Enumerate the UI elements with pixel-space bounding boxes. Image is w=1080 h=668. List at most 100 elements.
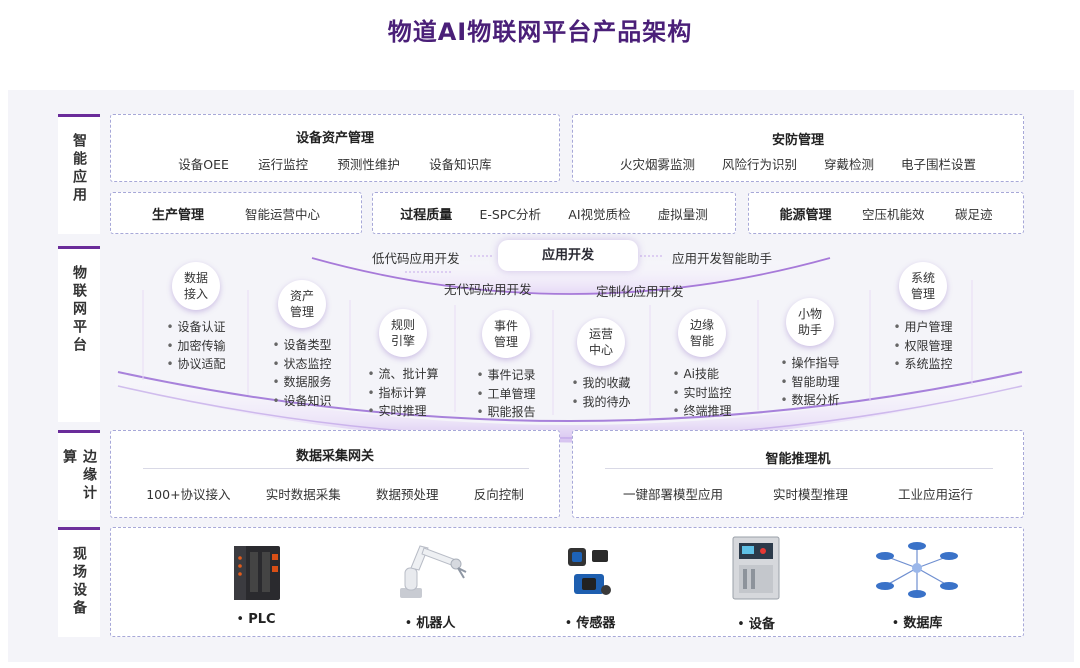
- quality-item: AI视觉质检: [568, 206, 631, 222]
- security-item: 风险行为识别: [721, 157, 797, 172]
- gateway-item: 数据预处理: [376, 487, 439, 502]
- module-item: 实时监控: [673, 384, 731, 403]
- layer-label-edge: 边缘计算: [58, 430, 100, 520]
- inference-machine-title: 智能推理机: [765, 452, 831, 467]
- module-bubble: 事件管理: [482, 310, 530, 358]
- module-item: 用户管理: [894, 318, 952, 337]
- no-code-dev: 无代码应用开发: [444, 282, 532, 297]
- energy-management-title: 能源管理: [779, 207, 832, 223]
- equipment-icon: [732, 536, 780, 600]
- device-label: 数据库: [862, 612, 972, 631]
- energy-management-box: 能源管理 空压机能效 碳足迹: [748, 192, 1024, 234]
- module-item: 加密传输: [167, 337, 225, 356]
- module-item: 指标计算: [368, 384, 439, 403]
- device-label: 传感器: [550, 612, 630, 631]
- asset-item: 设备知识库: [429, 157, 492, 172]
- module-bubble: 规则引擎: [379, 309, 427, 357]
- device-label: 机器人: [380, 612, 480, 631]
- module-item: 协议适配: [167, 355, 225, 374]
- production-item: 智能运营中心: [244, 206, 320, 222]
- module-item: 数据服务: [273, 373, 331, 392]
- custom-dev: 定制化应用开发: [596, 284, 684, 299]
- asset-item: 运行监控: [258, 157, 309, 172]
- module-item: 数据分析: [781, 391, 839, 410]
- energy-item: 空压机能效: [861, 206, 925, 222]
- gateway-item: 100+协议接入: [146, 487, 231, 502]
- module-item: 职能报告: [477, 403, 535, 422]
- module-operation-center: 运营中心 我的收藏 我的待办: [560, 318, 642, 411]
- inference-item: 工业应用运行: [897, 487, 973, 502]
- module-item: 系统监控: [894, 355, 952, 374]
- module-bubble: 边缘智能: [678, 309, 726, 357]
- gateway-item: 反向控制: [473, 487, 524, 502]
- production-management-title: 生产管理: [151, 207, 204, 223]
- asset-item: 预测性维护: [337, 157, 400, 172]
- module-asset-management: 资产管理 设备类型 状态监控 数据服务 设备知识: [258, 280, 346, 410]
- data-gateway-box: 数据采集网关 100+协议接入 实时数据采集 数据预处理 反向控制: [110, 430, 560, 518]
- module-bubble: 运营中心: [577, 318, 625, 366]
- module-item: 操作指导: [781, 354, 839, 373]
- module-bubble: 系统管理: [899, 262, 947, 310]
- security-management-title: 安防管理: [771, 133, 824, 148]
- device-robot: 机器人: [380, 538, 480, 631]
- page-title: 物道AI物联网平台产品架构: [387, 18, 693, 46]
- inference-machine-box: 智能推理机 一键部署模型应用 实时模型推理 工业应用运行: [572, 430, 1024, 518]
- asset-management-box: 设备资产管理 设备OEE 运行监控 预测性维护 设备知识库: [110, 114, 560, 182]
- process-quality-title: 过程质量: [400, 207, 453, 223]
- module-item: 我的收藏: [572, 374, 630, 393]
- sensor-icon: [568, 548, 611, 595]
- dev-assistant: 应用开发智能助手: [672, 251, 773, 266]
- module-item: 事件记录: [477, 366, 535, 385]
- energy-item: 碳足迹: [954, 206, 993, 222]
- production-management-box: 生产管理 智能运营中心: [110, 192, 362, 234]
- module-item: 实时推理: [368, 402, 439, 421]
- module-bubble: 数据接入: [172, 262, 220, 310]
- device-database: 数据库: [862, 538, 972, 631]
- device-plc: PLC: [214, 540, 298, 627]
- device-label: PLC: [214, 612, 298, 627]
- quality-item: 虚拟量测: [657, 206, 708, 222]
- process-quality-box: 过程质量 E-SPC分析 AI视觉质检 虚拟量测: [372, 192, 736, 234]
- gateway-item: 实时数据采集: [265, 487, 341, 502]
- module-bubble: 资产管理: [278, 280, 326, 328]
- module-bubble: 小物助手: [786, 298, 834, 346]
- module-item: 权限管理: [894, 337, 952, 356]
- quality-item: E-SPC分析: [479, 206, 542, 222]
- robot-arm-icon: [400, 545, 467, 598]
- module-item: Ai技能: [673, 365, 732, 384]
- inference-item: 一键部署模型应用: [622, 487, 723, 502]
- database-network-icon: [876, 542, 958, 598]
- app-dev-center: 应用开发: [498, 240, 638, 271]
- security-item: 火灾烟雾监测: [619, 157, 695, 172]
- device-equipment: 设备: [716, 533, 796, 632]
- module-item: 状态监控: [273, 355, 331, 374]
- inference-item: 实时模型推理: [772, 487, 848, 502]
- device-label: 设备: [716, 613, 796, 632]
- module-item: 设备认证: [167, 318, 225, 337]
- module-item: 设备知识: [273, 392, 331, 411]
- module-item: 我的待办: [572, 393, 630, 412]
- asset-item: 设备OEE: [178, 157, 229, 172]
- security-item: 电子围栏设置: [900, 157, 976, 172]
- security-item: 穿戴检测: [823, 157, 874, 172]
- module-item: 终端推理: [673, 402, 731, 421]
- module-item: 设备类型: [273, 336, 331, 355]
- asset-management-title: 设备资产管理: [295, 131, 374, 146]
- security-management-box: 安防管理 火灾烟雾监测 风险行为识别 穿戴检测 电子围栏设置: [572, 114, 1024, 182]
- data-gateway-title: 数据采集网关: [295, 449, 374, 464]
- plc-icon: [234, 546, 280, 600]
- module-item: 工单管理: [477, 385, 535, 404]
- device-sensor: 传感器: [550, 540, 630, 631]
- module-item: 智能助理: [781, 373, 839, 392]
- low-code-dev: 低代码应用开发: [372, 251, 460, 266]
- layer-label-field: 现场设备: [58, 527, 100, 637]
- layer-label-iot-platform: 物联网平台: [58, 246, 100, 422]
- module-item: 流、批计算: [368, 365, 438, 384]
